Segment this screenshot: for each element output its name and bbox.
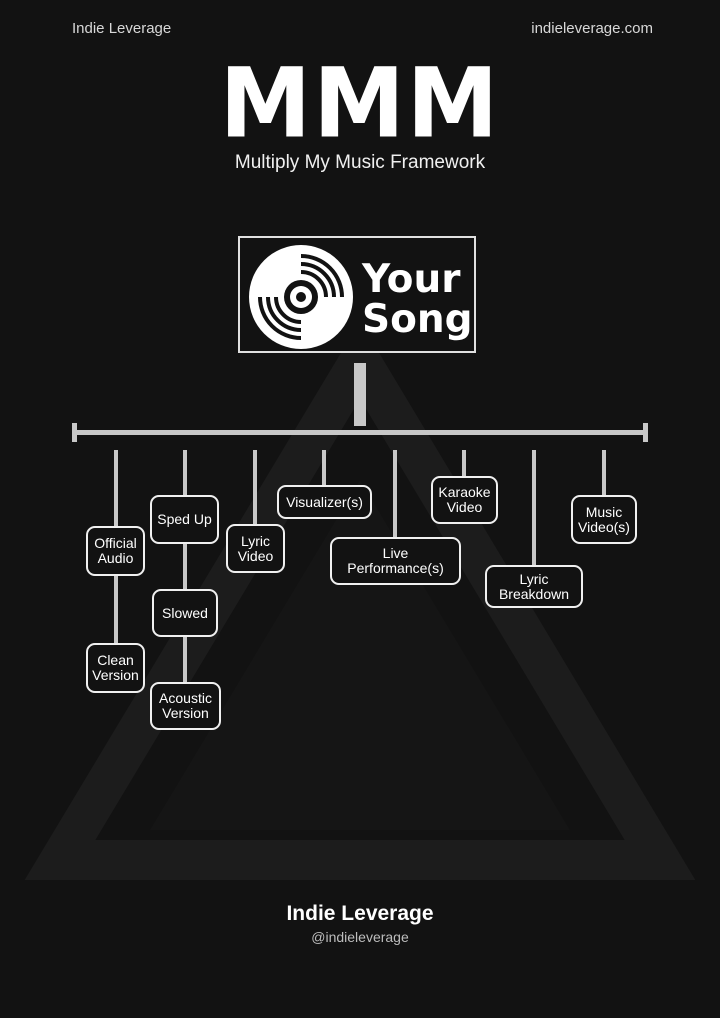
footer-social-handle: @indieleverage (311, 929, 409, 945)
node-acoustic-version: Acoustic Version (150, 682, 221, 730)
connector-live-performances (393, 450, 397, 540)
node-visualizers: Visualizer(s) (277, 485, 372, 519)
trunk-connector (354, 363, 366, 426)
connector-lyric-video (253, 450, 257, 530)
page-title: MMM (219, 47, 501, 160)
page-subtitle: Multiply My Music Framework (234, 152, 486, 173)
node-clean-version: Clean Version (86, 643, 145, 693)
node-slowed: Slowed (152, 589, 218, 637)
connector-music-videos (602, 450, 606, 500)
node-sped-up: Sped Up (150, 495, 219, 544)
root-node-your-song: Your Song (238, 236, 476, 353)
node-lyric-video: Lyric Video (226, 524, 285, 573)
branch-bar (74, 430, 646, 435)
branch-bar-cap-left (72, 423, 77, 442)
vinyl-record-icon (249, 245, 353, 349)
root-label-line2: Song (362, 297, 473, 342)
node-official-audio: Official Audio (86, 526, 145, 576)
node-live-performances: Live Performance(s) (330, 537, 461, 585)
connector-lyric-breakdown (532, 450, 536, 570)
footer-brand-name: Indie Leverage (286, 902, 434, 925)
root-label-line1: Your (362, 257, 461, 302)
node-music-videos: Music Video(s) (571, 495, 637, 544)
connector-sped-up (183, 450, 187, 690)
connector-visualizers (322, 450, 326, 490)
connector-karaoke-video (462, 450, 466, 480)
branch-bar-cap-right (643, 423, 648, 442)
root-label: Your Song (362, 257, 473, 342)
node-karaoke-video: Karaoke Video (431, 476, 498, 524)
node-lyric-breakdown: Lyric Breakdown (485, 565, 583, 608)
header-brand: Indie Leverage (72, 20, 172, 37)
header-website: indieleverage.com (531, 20, 653, 37)
